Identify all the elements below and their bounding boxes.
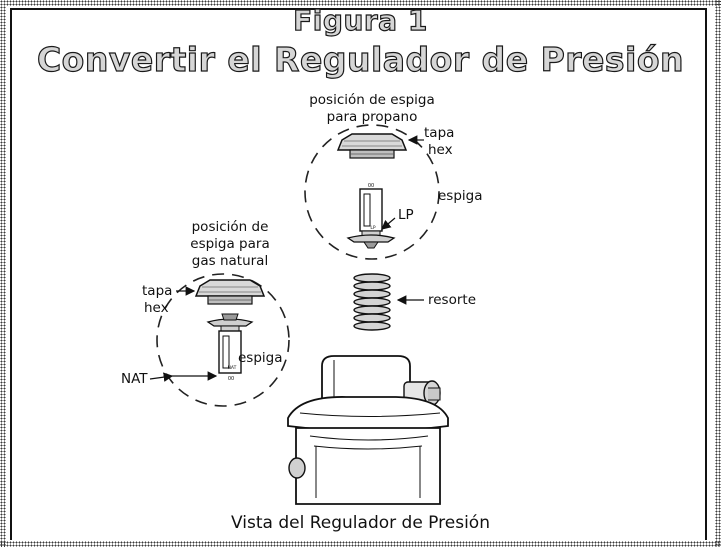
- left-heading-line2: espiga para: [190, 236, 270, 252]
- left-heading-line3: gas natural: [191, 253, 269, 269]
- figure-title: Convertir el Regulador de Presión: [36, 39, 685, 79]
- frame-border-bottom: [0, 541, 721, 547]
- frame-border-left: [0, 0, 6, 547]
- top-heading-line1: posición de espiga: [309, 92, 435, 108]
- top-dashed-circle: [304, 124, 440, 260]
- spring: [353, 273, 391, 331]
- left-pin: NAT 00: [206, 313, 254, 382]
- top-hex-cap: [336, 133, 408, 159]
- left-pin-label: espiga: [238, 350, 283, 366]
- top-arrows: [381, 135, 424, 230]
- spring-label: resorte: [428, 292, 477, 308]
- nat-label: NAT: [121, 371, 148, 387]
- top-heading-line2: para propano: [326, 109, 418, 125]
- figure-panel: [10, 8, 707, 540]
- top-hex-cap-label-line2: hex: [428, 142, 453, 158]
- left-heading-line1: posición de: [191, 219, 269, 235]
- top-pin-label: espiga: [438, 188, 483, 204]
- lp-label: LP: [398, 207, 414, 223]
- left-hex-cap-label-line2: hex: [144, 300, 169, 316]
- figure-label: Figura 1: [293, 3, 428, 37]
- top-pin-marking-top: 00: [368, 183, 374, 189]
- left-dashed-circle: [156, 273, 290, 407]
- top-pin-marking-bottom: LP: [370, 225, 376, 231]
- frame-border-top: [0, 0, 721, 6]
- left-arrows: [149, 286, 218, 382]
- frame-border-right: [715, 0, 721, 547]
- regulator-body: [287, 355, 449, 505]
- left-pin-marking-top: NAT: [228, 365, 237, 371]
- left-hex-cap-label-line1: tapa: [142, 283, 173, 299]
- left-pin-marking-bottom: 00: [228, 376, 234, 382]
- figure-caption: Vista del Regulador de Presión: [231, 513, 490, 533]
- top-hex-cap-label-line1: tapa: [424, 125, 455, 141]
- left-hex-cap: [194, 279, 266, 305]
- top-pin: 00 LP: [346, 183, 396, 249]
